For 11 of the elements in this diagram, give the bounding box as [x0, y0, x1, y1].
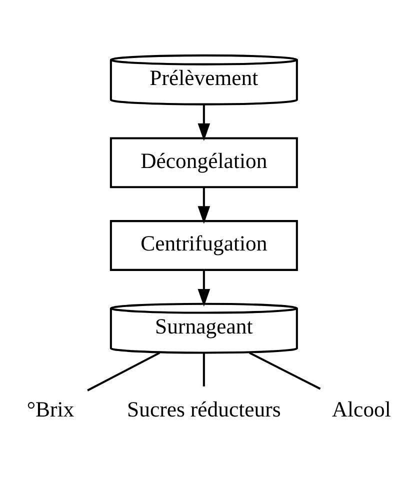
node-box: Centrifugation [110, 220, 298, 271]
node-text: °Brix [26, 397, 74, 422]
arrow [198, 104, 210, 142]
node-box: Décongélation [110, 137, 298, 188]
node-text: Alcool [332, 397, 391, 422]
connector [249, 352, 321, 390]
node-text: Sucres réducteurs [127, 397, 281, 422]
arrow [198, 270, 210, 307]
connector [202, 352, 205, 386]
arrow [198, 187, 210, 224]
connector [87, 352, 160, 392]
